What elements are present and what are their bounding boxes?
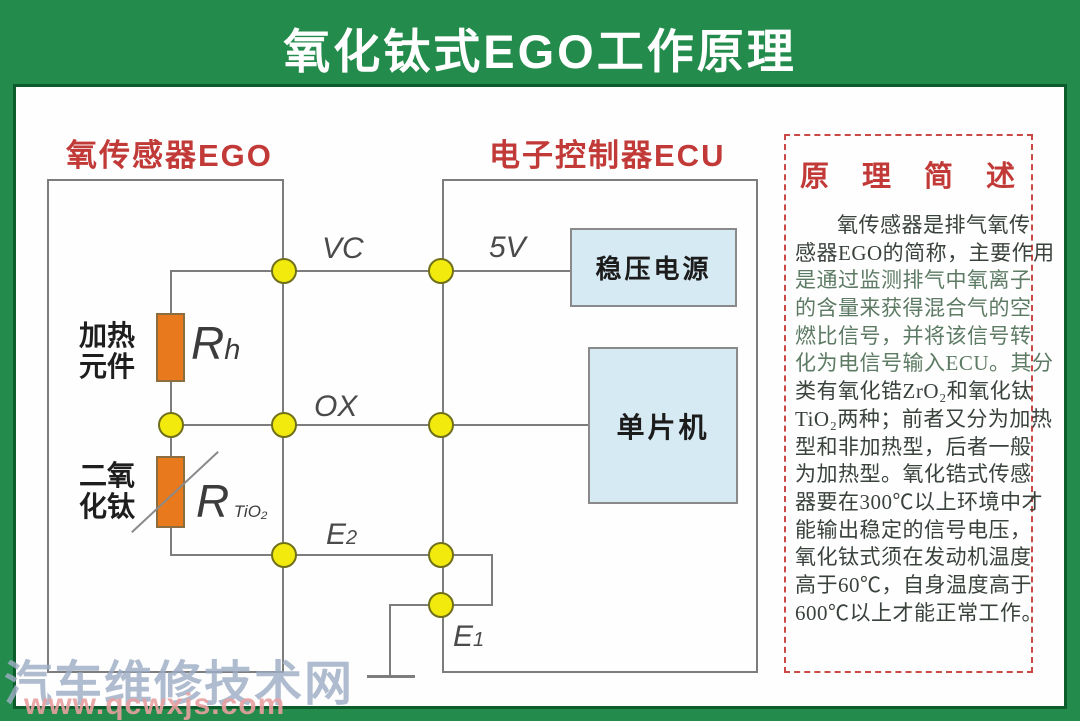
pin-ox-label: OX [314,390,358,423]
pin-5v-label: 5V [489,231,526,264]
titanium-dioxide-label: 二氧 化钛 [79,460,136,522]
voltage-regulator-label: 稳压电源 [595,254,712,284]
page-title: 氧化钛式EGO工作原理 [283,24,797,78]
body-line: 燃比信号，并将该信号转 [795,323,1032,348]
ox-wire [170,424,588,426]
heater-resistor [156,313,185,382]
node-ox-heater [158,412,184,438]
ground-wire [389,604,391,677]
heater-label: 加热 元件 [79,320,136,382]
mcu-label: 单片机 [616,411,710,443]
node-e1-ecu [428,592,454,618]
ecu-section-label: 电子控制器ECU [489,138,726,173]
mcu-block: 单片机 [588,347,738,504]
pin-e2-label: E2 [326,518,358,551]
node-e2-ecu [428,542,454,568]
node-e2-sensor [271,542,297,568]
vc-wire [170,270,570,272]
principle-panel-title: 原 理 简 述 [800,161,1015,193]
body-line: 器要在300℃以上环境中才 [795,489,1043,514]
voltage-regulator-block: 稳压电源 [570,228,737,307]
body-line: 氧化钛式须在发动机温度 [795,545,1032,570]
e2-wire [170,554,443,556]
body-line: 氧传感器是排气氧传 [837,213,1031,237]
rtio2-label: R TiO₂ [196,475,268,527]
pin-e1-label: E1 [453,620,485,653]
body-line: 600℃以上才能正常工作。 [795,600,1043,625]
body-line: 化为电信号输入ECU。其分 [795,351,1054,376]
body-line: 高于60℃，自身温度高于 [795,572,1032,597]
node-vc-ecu [428,258,454,284]
body-line: 类有氧化锆ZrO₂和氧化钛 [795,379,1033,404]
ground-symbol [367,675,415,678]
principle-panel-body: 氧传感器是排气氧传 感器EGO的简称，主要作用 是通过监测排气中氧离子 的含量来… [795,212,1055,627]
body-line: 型和非加热型，后者一般 [795,434,1032,459]
e2-jog-right-wire [491,554,493,606]
rh-label: Rh [191,317,241,369]
tio2-resistor [156,456,185,528]
node-vc-sensor [271,258,297,284]
watermark-site-name: 汽车维修技术网 [4,658,355,711]
body-line: 感器EGO的简称，主要作用 [795,240,1055,265]
body-line: TiO₂两种；前者又分为加热 [795,406,1053,431]
node-ox-sensor [271,412,297,438]
e2-jog-top-wire [442,554,493,556]
body-line: 能输出稳定的信号电压， [795,517,1032,542]
principle-panel [784,134,1033,673]
body-line: 的含量来获得混合气的空 [795,296,1032,321]
diagram-board [13,84,1067,709]
sensor-section-label: 氧传感器EGO [66,138,273,173]
node-ox-ecu [428,412,454,438]
body-line: 是通过监测排气中氧离子 [795,268,1032,293]
body-line: 为加热型。氧化锆式传感 [795,462,1032,487]
pin-vc-label: VC [322,232,364,265]
watermark-site-url: www.qcwxjs.com [24,688,286,721]
